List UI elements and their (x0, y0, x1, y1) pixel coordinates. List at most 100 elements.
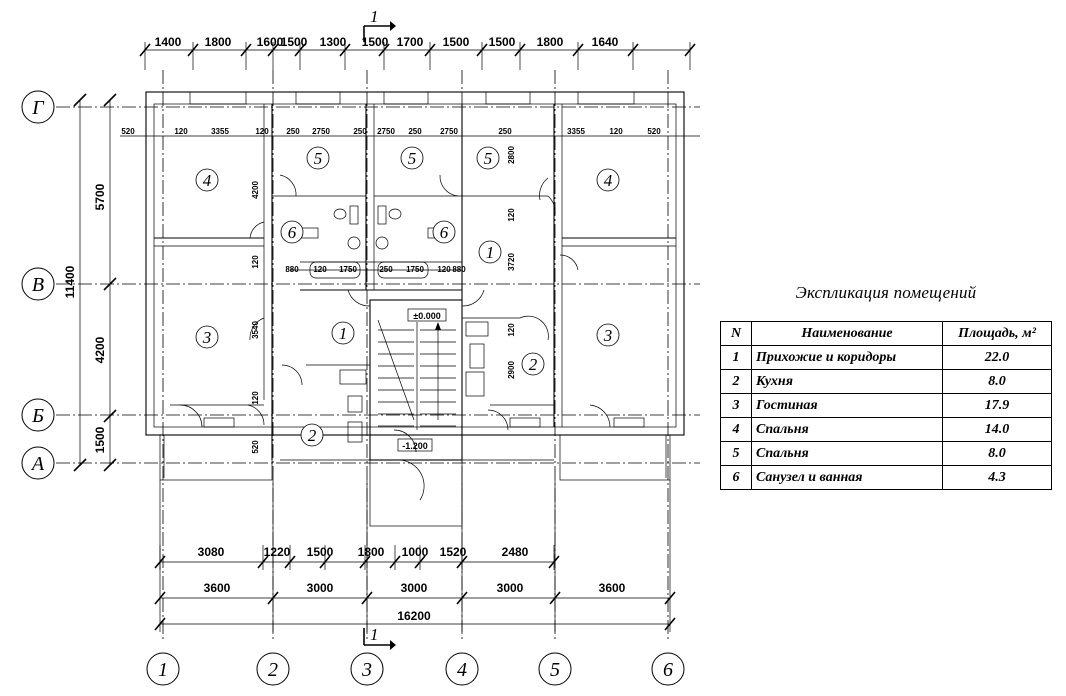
room-label-r5b: 5 (408, 149, 417, 168)
top-dim-6: 1700 (397, 35, 424, 49)
axis-number-1: 1 (158, 659, 168, 681)
axis-letter-0: Г (31, 97, 45, 119)
bottom-dim-row1-4: 1000 (402, 545, 429, 559)
header-number: N (720, 321, 752, 346)
top-dim-5: 1500 (362, 35, 389, 49)
room-label-r5c: 5 (484, 149, 493, 168)
interior-vert-dim-2: 3540 (251, 321, 260, 339)
vdim-total: 11400 (63, 265, 77, 298)
building-walls (145, 91, 685, 527)
axis-number-5: 5 (550, 659, 560, 681)
interior-top-dim-12: 120 (609, 127, 623, 136)
elevation-mark-zero: ±0.000 (413, 311, 440, 321)
row-area: 17.9 (942, 393, 1052, 418)
room-label-r6a: 6 (288, 223, 297, 242)
row-name: Спальня (751, 417, 943, 442)
interior-top-dim-1: 120 (174, 127, 188, 136)
interior-top-dim-11: 3355 (567, 127, 585, 136)
interior-top-dim-9: 2750 (440, 127, 458, 136)
vdim-5700: 5700 (93, 183, 107, 210)
bottom-dim-row1-1: 1220 (264, 545, 291, 559)
interior-top-dim-7: 2750 (377, 127, 395, 136)
interior-top-dim-4: 250 (286, 127, 300, 136)
row-number: 2 (720, 369, 752, 394)
row-area: 8.0 (942, 369, 1052, 394)
interior-mid-dim-3: 250 (379, 265, 393, 274)
bottom-dim-row2-1: 3000 (307, 581, 334, 595)
interior-vert-dim-4: 520 (251, 440, 260, 454)
bottom-dim-row1-2: 1500 (307, 545, 334, 559)
section-mark-top: 1 (363, 7, 396, 42)
row-area: 14.0 (942, 417, 1052, 442)
section-mark-bottom: 1 (363, 625, 396, 650)
room-label-r2b: 2 (308, 426, 317, 445)
header-name: Наименование (751, 321, 943, 346)
row-area: 22.0 (942, 345, 1052, 370)
row-number: 3 (720, 393, 752, 418)
top-dim-3: 1500 (281, 35, 308, 49)
bottom-dim-row1-3: 1800 (358, 545, 385, 559)
bottom-dim-row2-3: 3000 (497, 581, 524, 595)
axis-number-4: 4 (457, 659, 467, 681)
section-mark-top-label: 1 (370, 7, 379, 26)
room-label-r3a: 3 (202, 328, 212, 347)
interior-top-dim-13: 520 (647, 127, 661, 136)
row-number: 4 (720, 417, 752, 442)
top-dim-8: 1500 (489, 35, 516, 49)
top-dim-0: 1400 (155, 35, 182, 49)
room-explication: Экспликация помещений N Наименование Пло… (720, 283, 1052, 490)
axis-number-2: 2 (268, 659, 278, 681)
axis-number-3: 3 (361, 659, 372, 681)
interior-top-dim-8: 250 (408, 127, 422, 136)
table-header-row: N Наименование Площадь, м² (720, 321, 1052, 346)
row-name: Кухня (751, 369, 943, 394)
header-area: Площадь, м² (942, 321, 1052, 346)
interior-vert-dim-8: 120 (507, 323, 516, 337)
top-dim-10: 1640 (592, 35, 619, 49)
room-label-r5a: 5 (314, 149, 323, 168)
row-number: 6 (720, 465, 752, 490)
row-name: Прихожие и коридоры (751, 345, 943, 370)
top-dim-4: 1300 (320, 35, 347, 49)
bottom-dim-row2-0: 3600 (204, 581, 231, 595)
interior-mid-dim-4: 1750 (406, 265, 424, 274)
interior-mid-dim-6: 880 (452, 265, 466, 274)
vertical-dimensions: 5700 4200 1500 11400 (63, 93, 117, 472)
room-label-r4b: 4 (604, 171, 613, 190)
interior-mid-dim-0: 880 (285, 265, 299, 274)
row-name: Спальня (751, 441, 943, 466)
interior-mid-dim-5: 120 (437, 265, 451, 274)
section-mark-bottom-label: 1 (370, 625, 379, 644)
room-label-r1b: 1 (339, 324, 348, 343)
interior-top-dim-10: 250 (498, 127, 512, 136)
interior-top-dim-0: 520 (121, 127, 135, 136)
interior-vert-dim-9: 2900 (507, 361, 516, 379)
interior-vert-dim-3: 120 (251, 391, 260, 405)
row-name: Гостиная (751, 393, 943, 418)
top-dim-7: 1500 (443, 35, 470, 49)
axis-letter-1: В (32, 274, 44, 296)
interior-top-dim-2: 3355 (211, 127, 229, 136)
vdim-4200: 4200 (93, 336, 107, 363)
bottom-dim-row1-6: 2480 (502, 545, 529, 559)
axis-number-6: 6 (663, 659, 673, 681)
top-dim-2: 1600 (257, 35, 284, 49)
room-label-r2a: 2 (529, 355, 538, 374)
vdim-1500: 1500 (93, 426, 107, 453)
axis-letter-3: А (30, 453, 45, 475)
bottom-dim-row1-5: 1520 (440, 545, 467, 559)
interior-vert-dim-1: 120 (251, 255, 260, 269)
room-label-r1a: 1 (486, 243, 495, 262)
interior-top-dim-3: 120 (255, 127, 269, 136)
